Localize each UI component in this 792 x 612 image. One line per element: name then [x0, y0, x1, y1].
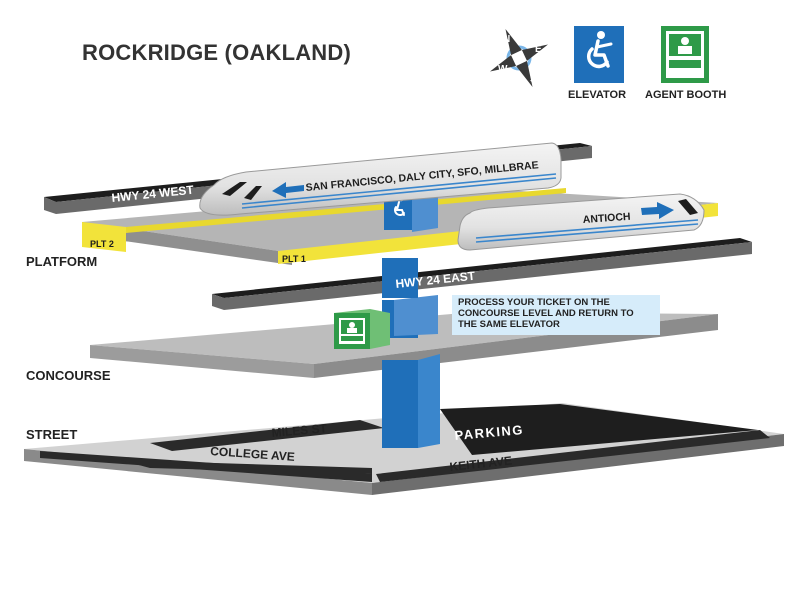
elevator-icon — [574, 26, 624, 83]
train-westbound — [199, 142, 562, 216]
track-hwy24-east-edge — [212, 242, 752, 310]
level-platform-label: PLATFORM — [26, 254, 98, 269]
platform-plt2-strip — [82, 222, 126, 252]
concourse-slab-left-edge — [90, 345, 314, 378]
agent-booth-legend-label: AGENT BOOTH — [645, 89, 727, 101]
elevator-shaft — [382, 186, 440, 448]
platform-yellow-edge-back — [126, 188, 566, 233]
street-level — [24, 403, 784, 495]
street-college-label: COLLEGE AVE — [210, 444, 295, 464]
station-title: ROCKRIDGE (OAKLAND) — [82, 40, 352, 65]
train-eastbound-window — [678, 199, 698, 215]
elevator-shaft-mid-side — [394, 295, 438, 336]
train-eastbound-stripe-2 — [475, 223, 699, 243]
platform-slab-left-edge — [82, 222, 292, 265]
elevator-instruction-note: PROCESS YOUR TICKET ON THE CONCOURSE LEV… — [452, 295, 660, 335]
parking-label: PARKING — [454, 422, 525, 443]
train-eastbound-arrow — [641, 202, 674, 219]
train-eastbound-destination: ANTIOCH — [582, 211, 631, 226]
elevator-shaft-upper-front — [382, 258, 418, 298]
compass-w: W — [498, 64, 508, 75]
concourse-agent-booth — [334, 309, 390, 349]
train-westbound-arrow — [272, 182, 304, 198]
road-miles-st — [150, 420, 384, 451]
compass-e: E — [535, 44, 542, 55]
train-eastbound — [457, 193, 705, 251]
level-street-label: STREET — [26, 427, 78, 442]
street-slab-right-edge — [372, 434, 784, 495]
level-concourse-label: CONCOURSE — [26, 368, 111, 383]
agent-booth-icon — [661, 26, 709, 83]
compass-s: S — [530, 74, 537, 85]
platform-2-label: PLT 2 — [90, 239, 114, 249]
road-connector — [120, 460, 372, 474]
elevator-shaft-lower-side — [418, 354, 440, 448]
street-miles-label: MILES ST — [271, 421, 328, 440]
train-westbound-window-1 — [222, 182, 247, 196]
compass-icon: N E S W — [489, 28, 549, 88]
elevator-shaft-lower-front — [382, 360, 418, 448]
train-westbound-window-2 — [244, 186, 262, 200]
platform-1-label: PLT 1 — [282, 254, 306, 264]
train-westbound-stripe-2 — [241, 177, 557, 209]
train-eastbound-stripe-1 — [475, 219, 699, 239]
compass-n: N — [503, 34, 510, 45]
street-keith-label: KEITH AVE — [449, 454, 513, 474]
elevator-legend-label: ELEVATOR — [568, 89, 627, 101]
road-keith-ave — [376, 430, 770, 482]
track-hwy24-east-top — [212, 238, 752, 298]
parking-lot — [440, 404, 758, 455]
train-westbound-stripe-1 — [241, 173, 557, 205]
